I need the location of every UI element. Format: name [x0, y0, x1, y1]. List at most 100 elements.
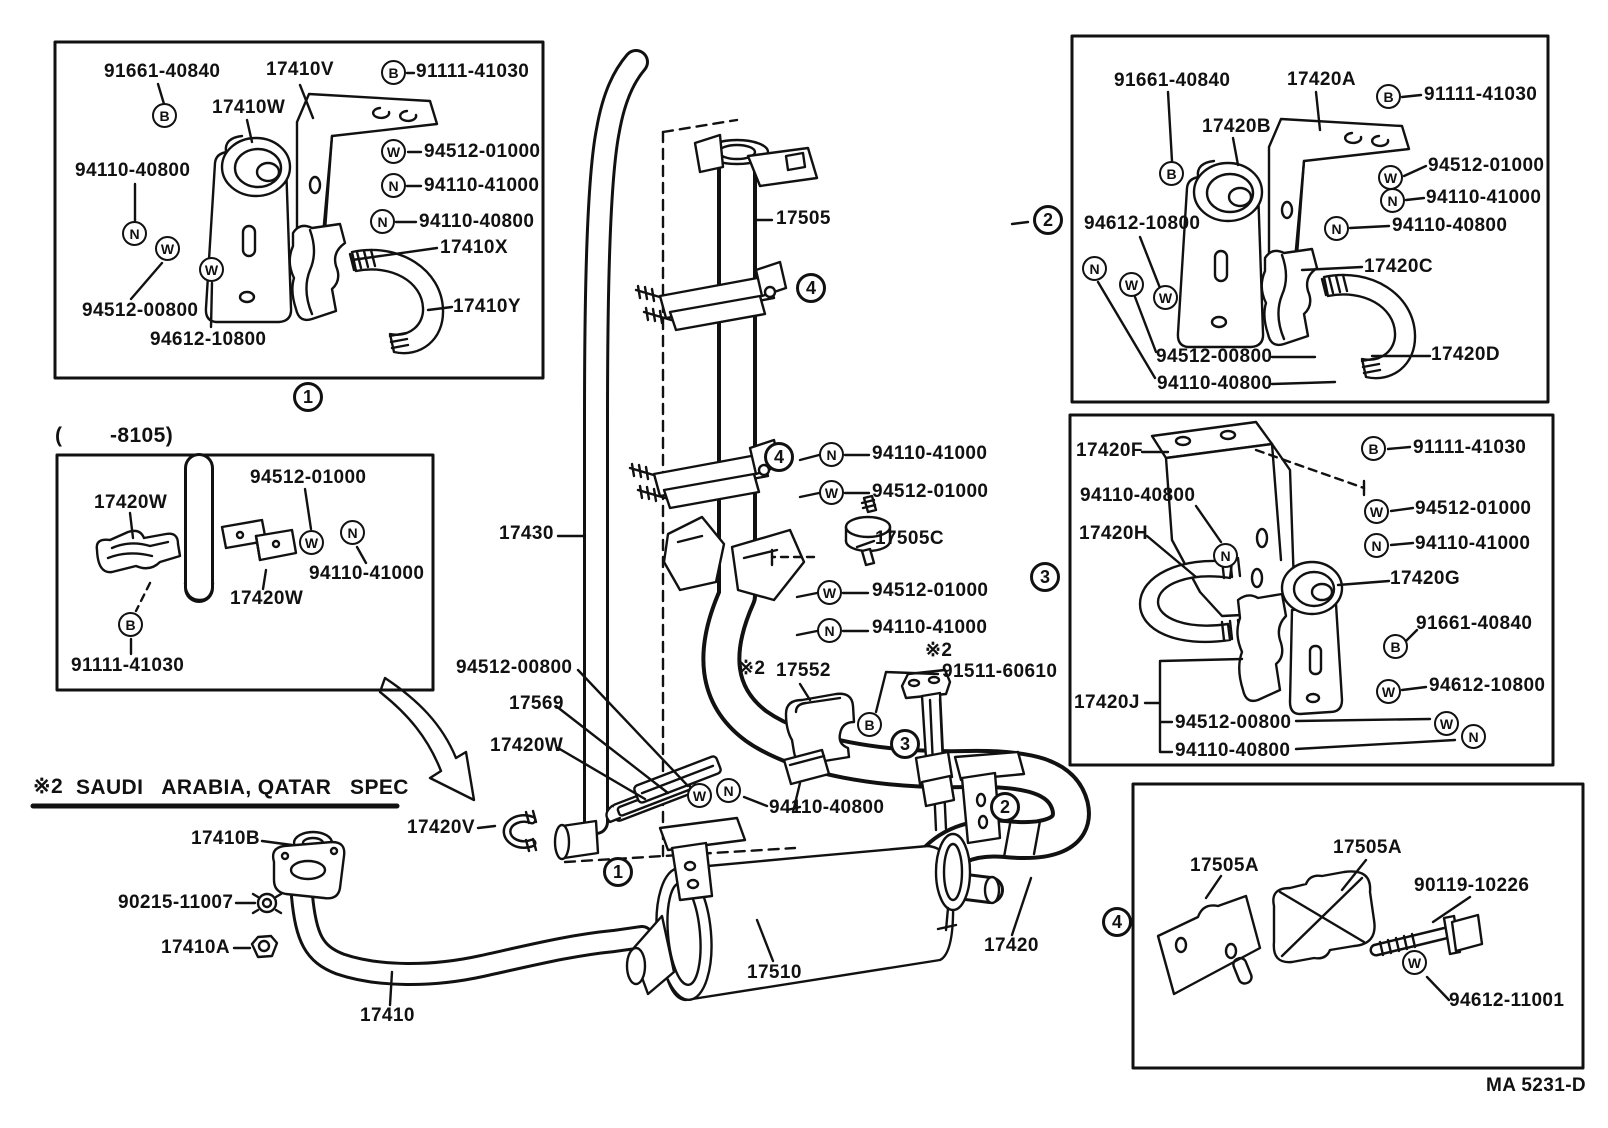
nut-callout-icon: N [819, 442, 844, 467]
part-number-label: 17420W [94, 492, 168, 513]
variant-range-label: -8105) [110, 424, 174, 447]
part-number-label: 91111-41030 [71, 655, 185, 676]
part-number-label: 94512-00800 [1156, 346, 1273, 367]
spec-note-text: SAUDI ARABIA, QATAR SPEC [76, 776, 409, 799]
detail-box-callout-number: 1 [293, 382, 323, 412]
part-number-label: 94512-00800 [82, 300, 199, 321]
washer-callout-icon: W [381, 139, 406, 164]
nut-callout-icon: N [817, 618, 842, 643]
part-number-label: 17410 [360, 1005, 415, 1026]
part-number-label: 17430 [499, 523, 554, 544]
spec-mark: ※2 [33, 775, 64, 798]
part-number-label: 17410X [440, 237, 508, 258]
part-number-label: 17420C [1364, 256, 1433, 277]
part-number-label: 94512-01000 [872, 481, 989, 502]
part-number-label: 94110-40800 [419, 211, 535, 232]
assembly-callout-number: 3 [890, 729, 920, 759]
washer-callout-icon: W [1364, 499, 1389, 524]
nut-callout-icon: N [1380, 188, 1405, 213]
part-number-label: 17420D [1431, 344, 1500, 365]
part-number-label: 94512-01000 [872, 580, 989, 601]
detail-box-callout-number: 4 [1102, 907, 1132, 937]
part-number-label: 94110-40800 [1175, 740, 1291, 761]
part-number-label: 94110-41000 [872, 617, 988, 638]
part-number-label: 94110-41000 [309, 563, 425, 584]
spec-mark: ※2 [738, 658, 766, 679]
washer-callout-icon: W [819, 480, 844, 505]
part-number-label: 91661-40840 [1114, 70, 1231, 91]
washer-callout-icon: W [1402, 950, 1427, 975]
part-number-label: 17420V [407, 817, 475, 838]
part-number-label: 90119-10226 [1414, 875, 1530, 896]
part-number-label: 94110-40800 [1392, 215, 1508, 236]
washer-callout-icon: W [687, 783, 712, 808]
bolt-callout-icon: B [1376, 84, 1401, 109]
part-number-label: 17569 [509, 693, 564, 714]
part-number-label: 17410B [191, 828, 260, 849]
washer-callout-icon: W [1378, 165, 1403, 190]
part-number-label: 94512-01000 [1428, 155, 1545, 176]
part-number-label: 17410A [161, 937, 230, 958]
detail-box-callout-number: 2 [1033, 205, 1063, 235]
bolt-callout-icon: B [857, 712, 882, 737]
part-number-label: 17420F [1076, 440, 1143, 461]
washer-callout-icon: W [155, 236, 180, 261]
part-number-label: 94110-40800 [75, 160, 191, 181]
part-number-label: 94512-01000 [250, 467, 367, 488]
part-number-label: 17420J [1074, 692, 1140, 713]
part-number-label: 94612-11001 [1449, 990, 1565, 1011]
part-number-label: 17420W [230, 588, 304, 609]
part-number-label: 91661-40840 [104, 61, 221, 82]
detail-box-callout-number: 3 [1030, 562, 1060, 592]
nut-callout-icon: N [122, 221, 147, 246]
bolt-callout-icon: B [381, 60, 406, 85]
part-number-label: 94110-40800 [1157, 373, 1273, 394]
part-number-label: 17505A [1333, 837, 1402, 858]
nut-callout-icon: N [381, 173, 406, 198]
part-number-label: 94512-01000 [1415, 498, 1532, 519]
part-number-label: 94110-41000 [872, 443, 988, 464]
part-number-label: 94512-00800 [1175, 712, 1292, 733]
assembly-callout-number: 2 [990, 792, 1020, 822]
part-number-label: 91111-41030 [1424, 84, 1538, 105]
part-number-label: 94612-10800 [1084, 213, 1201, 234]
part-number-label: 94110-40800 [769, 797, 885, 818]
variant-range-label: ( [55, 424, 63, 447]
nut-callout-icon: N [1364, 533, 1389, 558]
nut-callout-icon: N [340, 520, 365, 545]
part-number-label: 17505C [875, 528, 944, 549]
part-number-label: 94612-10800 [1429, 675, 1546, 696]
bolt-callout-icon: B [1383, 634, 1408, 659]
nut-callout-icon: N [1324, 216, 1349, 241]
nut-callout-icon: N [1213, 543, 1238, 568]
part-number-label: 17505A [1190, 855, 1259, 876]
part-number-label: 94512-01000 [424, 141, 541, 162]
part-number-label: 17420H [1079, 523, 1148, 544]
part-number-label: 17552 [776, 660, 831, 681]
washer-callout-icon: W [1376, 679, 1401, 704]
washer-callout-icon: W [1119, 272, 1144, 297]
part-number-label: 17420W [490, 735, 564, 756]
nut-callout-icon: N [716, 778, 741, 803]
bolt-callout-icon: B [1361, 436, 1386, 461]
part-number-label: 91111-41030 [1413, 437, 1527, 458]
assembly-callout-number: 4 [764, 442, 794, 472]
part-number-label: 91111-41030 [416, 61, 530, 82]
part-number-label: 17410W [212, 97, 286, 118]
part-number-label: 17420A [1287, 69, 1356, 90]
assembly-callout-number: 1 [603, 857, 633, 887]
part-number-label: 94612-10800 [150, 329, 267, 350]
part-number-label: 94110-41000 [1426, 187, 1542, 208]
part-number-label: 91511-60610 [942, 661, 1058, 682]
bolt-callout-icon: B [1159, 161, 1184, 186]
part-number-label: 94512-00800 [456, 657, 573, 678]
part-number-label: 91661-40840 [1416, 613, 1533, 634]
part-number-label: 17420G [1390, 568, 1461, 589]
part-number-label: 17420B [1202, 116, 1271, 137]
washer-callout-icon: W [1434, 711, 1459, 736]
washer-callout-icon: W [1153, 285, 1178, 310]
part-number-label: 17505 [776, 208, 831, 229]
washer-callout-icon: W [299, 530, 324, 555]
